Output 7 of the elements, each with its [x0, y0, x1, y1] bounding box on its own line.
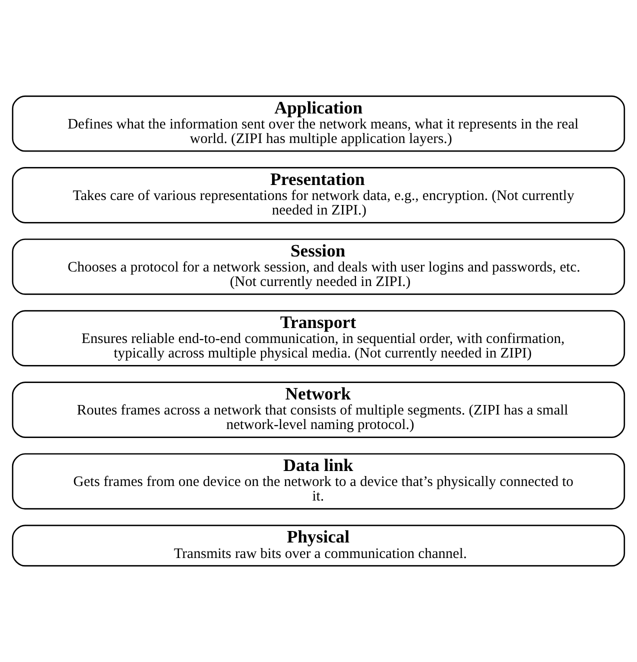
node-box: Network Routes frames across a network that consists of multiple segments. (ZIPI has a small network-level naming protocol.): [12, 382, 626, 438]
node-box: Application Defines what the information sent over the network means, what it represents in the real world. (ZIPI has multiple application layers.): [12, 95, 626, 152]
node-box: Data link Gets frames from one device on the network to a device that’s physically connected to it.: [12, 453, 626, 510]
node-box: Transport Ensures reliable end-to-end communication, in sequential order, with confirmation, typically across multiple physical media. (Not currently needed in ZIPI): [12, 310, 626, 366]
node-box: Presentation Takes care of various representations for network data, e.g., encryption. (Not currently needed in ZIPI.): [12, 167, 626, 224]
node-box: Session Chooses a protocol for a network session, and deals with user logins and passwords, etc. (Not currently needed in ZIPI.): [12, 238, 626, 295]
node-box: Physical Transmits raw bits over a communication channel.: [12, 524, 626, 567]
